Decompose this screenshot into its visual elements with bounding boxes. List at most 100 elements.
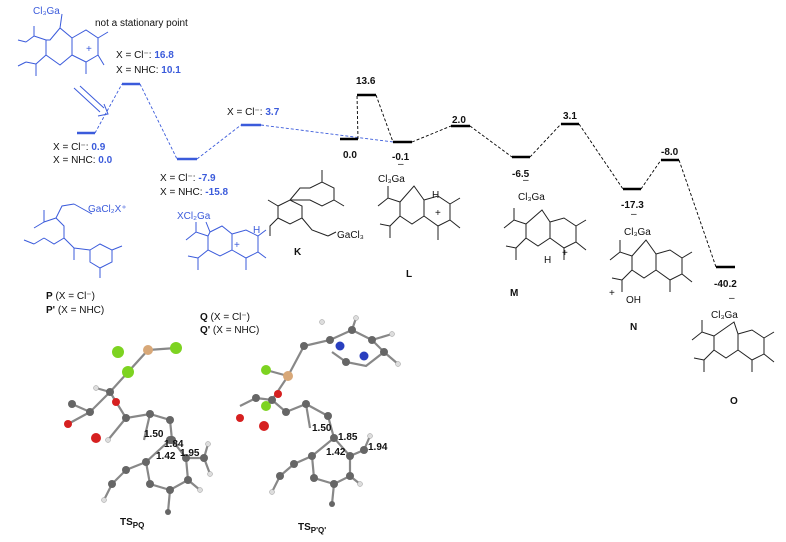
val-N: -17.3 — [621, 200, 644, 211]
o-cl3ga: Cl₃Ga — [711, 310, 738, 321]
hollow-arrow — [73, 85, 109, 117]
bond-length: 1.42 — [156, 451, 176, 462]
model-ts-pq-bonds — [67, 346, 212, 513]
c-atoms — [252, 326, 388, 507]
conn-TS-N — [578, 123, 624, 190]
conn-TS-O — [678, 159, 717, 268]
structure-L: – Cl₃Ga H + L — [377, 159, 461, 280]
svg-text:X = NHC: -15.8: X = NHC: -15.8 — [160, 187, 229, 198]
p-level-label: X = Cl⁻: 0.9 X = NHC: 0.0 — [53, 142, 113, 166]
not-stationary-note: not a stationary point — [95, 18, 188, 29]
conn-TS-M — [469, 125, 513, 158]
structure-O-bonds — [691, 320, 775, 372]
cl-atom — [112, 346, 124, 358]
bond-length: 1.95 — [180, 448, 200, 459]
bond-length: 1.94 — [368, 442, 388, 453]
bond-length: 1.84 — [164, 439, 184, 450]
l-plus: + — [435, 208, 441, 219]
svg-text:X = Cl⁻: 3.7: X = Cl⁻: 3.7 — [227, 107, 280, 118]
ts2-level-label: X = Cl⁻: 3.7 — [227, 107, 280, 118]
o-atom — [112, 398, 120, 406]
cl-atom — [261, 365, 271, 375]
conn-TS2-L — [260, 124, 394, 143]
ga-atom — [143, 345, 153, 355]
cl-atom — [170, 342, 182, 354]
model-ts-pprime-qprime-bonds — [239, 317, 399, 505]
svg-text:X = Cl⁻: -7.9: X = Cl⁻: -7.9 — [160, 173, 216, 184]
structure-P-bonds — [23, 203, 123, 278]
n-oh: OH — [626, 295, 641, 306]
l-cl3ga: Cl₃Ga — [378, 174, 405, 185]
label-ts-pprime-qprime: TSP'Q' — [298, 522, 326, 535]
bond-length: 1.50 — [312, 423, 332, 434]
structure-N: – Cl₃Ga OH + N — [609, 209, 693, 333]
n-atom — [359, 351, 369, 361]
m-h: H — [544, 255, 551, 266]
n-minus: – — [631, 209, 637, 220]
o-atom — [259, 421, 269, 431]
q-h-label: H — [253, 225, 260, 236]
structure-K: GaCl₃ K — [267, 170, 364, 258]
conn-K-TS — [356, 94, 359, 140]
val-TS-KL: 13.6 — [356, 76, 376, 87]
val-O: -40.2 — [714, 279, 737, 290]
label-O: O — [730, 396, 738, 407]
val-TS-MN: 3.1 — [563, 111, 577, 122]
structure-P: GaCl₂X⁺ P (X = Cl⁻) P' (X = NHC) — [23, 203, 127, 316]
structure-L-bonds — [377, 185, 461, 240]
label-Q: Q (X = Cl⁻) — [200, 312, 250, 323]
svg-text:X = Cl⁻: 0.9: X = Cl⁻: 0.9 — [53, 142, 106, 153]
o-atom — [91, 433, 101, 443]
o-atom — [274, 390, 282, 398]
o-atom — [64, 420, 72, 428]
gacl2x-label: GaCl₂X⁺ — [88, 204, 127, 215]
conn-Q-TS2 — [196, 124, 242, 160]
m-minus: – — [523, 175, 529, 186]
structure-N-bonds — [609, 239, 693, 292]
label-Q-prime: Q' (X = NHC) — [200, 325, 259, 336]
model-ts-pq: 1.50 1.84 1.42 1.95 TSPQ — [64, 342, 213, 530]
structure-M: – Cl₃Ga H + M — [503, 175, 587, 299]
label-M: M — [510, 288, 518, 299]
m-plus: + — [562, 248, 568, 259]
conn-TS-Q — [139, 83, 178, 160]
structure-M-bonds — [503, 208, 587, 260]
n-cl3ga: Cl₃Ga — [624, 227, 651, 238]
label-N: N — [630, 322, 637, 333]
svg-text:X = Cl⁻: 16.8: X = Cl⁻: 16.8 — [116, 50, 174, 61]
l-h: H — [432, 190, 439, 201]
structure-Q-bonds — [185, 221, 267, 270]
cl-atom — [122, 366, 134, 378]
l-minus: – — [398, 159, 404, 170]
conn-TS-L — [375, 94, 394, 143]
h-atoms — [269, 315, 401, 495]
bond-length: 1.42 — [326, 447, 346, 458]
bond-length: 1.85 — [338, 432, 358, 443]
conn-N-TS — [640, 159, 662, 190]
val-M: -6.5 — [512, 169, 530, 180]
svg-text:X = NHC: 0.0: X = NHC: 0.0 — [53, 155, 113, 166]
label-ts-pq: TSPQ — [120, 517, 144, 530]
conn-P-TS — [94, 83, 123, 134]
top-plus-sign: + — [86, 44, 92, 55]
n-atom — [335, 341, 345, 351]
o-minus: – — [729, 293, 735, 304]
blue-ts-label: X = Cl⁻: 16.8 X = NHC: 10.1 — [116, 50, 181, 76]
val-TS-NO: -8.0 — [661, 147, 679, 158]
bond-length: 1.50 — [144, 429, 164, 440]
label-L: L — [406, 269, 412, 280]
model-ts-pprime-qprime: 1.50 1.85 1.42 1.94 TSP'Q' — [236, 315, 401, 535]
label-P: P (X = Cl⁻) — [46, 291, 95, 302]
structure-O: – Cl₃Ga O — [691, 293, 775, 407]
conn-L-TS — [411, 125, 452, 143]
m-cl3ga: Cl₃Ga — [518, 192, 545, 203]
structure-K-bonds — [267, 170, 345, 237]
label-P-prime: P' (X = NHC) — [46, 305, 104, 316]
val-K: 0.0 — [343, 150, 357, 161]
cl3ga-label-top: Cl₃Ga — [33, 6, 60, 17]
o-atom — [236, 414, 244, 422]
label-K: K — [294, 247, 302, 258]
cl-atom — [261, 401, 271, 411]
n-plus: + — [609, 288, 615, 299]
val-TS-LM: 2.0 — [452, 115, 466, 126]
